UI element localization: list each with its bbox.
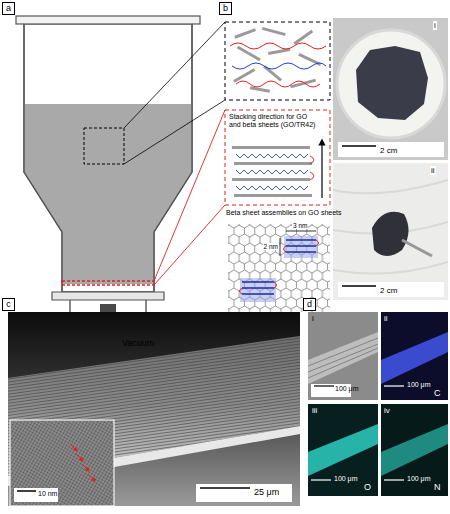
subpanel-label: iv [384,406,390,415]
subpanel-label: ii [430,166,436,175]
scale-label: 2 cm [380,286,397,295]
scale-label: 10 nm [38,490,57,498]
scale-label: 25 μm [254,487,279,497]
scale-label: 100 μm [334,475,358,483]
element-label: N [434,482,441,492]
panel-letter: a [6,4,11,13]
panel-letter: c [6,300,11,309]
element-label: O [364,482,371,492]
scale-label: 100 μm [407,381,431,389]
subpanel-label: i [312,314,314,323]
subpanel-label: i [433,21,437,30]
scale-label: 2 cm [380,146,397,155]
flow-label: Vacuum [122,338,154,348]
annotation-text: Stacking direction for GO and beta sheet… [229,113,317,129]
panel-label-box: c [2,298,15,311]
subpanel-label: ii [384,314,388,323]
panel-label-box: b [219,2,232,15]
element-label: C [434,388,441,398]
subpanel-label: iii [312,406,317,415]
panel-label-box: d [303,298,316,311]
panel-letter: d [307,300,312,309]
panel-letter: b [223,4,228,13]
panel-label-box: a [2,2,15,15]
dimension-label: 3 nm [292,222,308,229]
scale-label: 100 μm [407,475,431,483]
dimension-label: 2 nm [263,243,279,250]
scale-label: 100 μm [335,385,359,393]
annotation-text: Beta sheet assemblies on GO sheets [226,209,342,217]
